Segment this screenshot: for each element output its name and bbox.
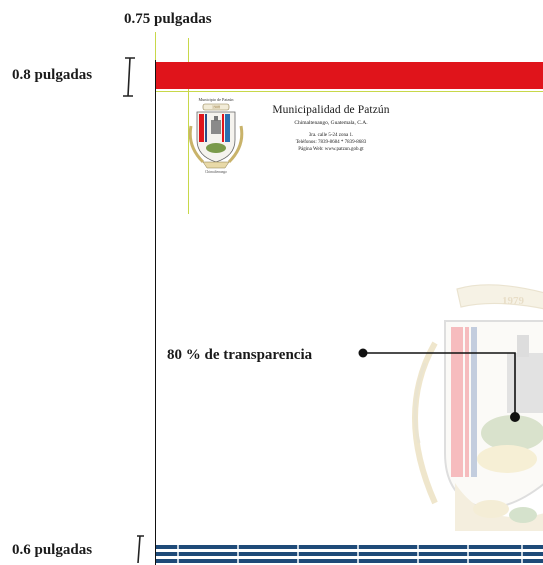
bottom-band-label: 0.6 pulgadas xyxy=(12,542,93,558)
transparency-callout-label: 80 % de transparencia xyxy=(167,347,313,363)
municipality-web: Página Web: www.patzun.gob.gt xyxy=(298,147,364,152)
watermark-seal-icon: 1979 xyxy=(412,284,543,531)
municipal-seal-icon: Municipio de Patzún 1908 Chimaltenango xyxy=(188,97,244,174)
top-band-bracket xyxy=(123,57,135,97)
left-margin-label: 0.75 pulgadas xyxy=(124,11,212,27)
page-left-edge xyxy=(155,60,156,565)
top-band-label: 0.8 pulgadas xyxy=(12,67,93,83)
svg-text:1979: 1979 xyxy=(502,295,525,307)
municipality-address: 3ra. calle 5-24 zona 1. xyxy=(308,133,354,138)
municipality-title: Municipalidad de Patzún xyxy=(272,104,390,116)
margin-guide-inner xyxy=(188,38,189,214)
svg-text:Municipio de Patzún: Municipio de Patzún xyxy=(199,97,235,102)
callout-leader-line xyxy=(358,348,520,422)
bottom-navy-band xyxy=(156,543,543,565)
letterhead-text: Municipalidad de Patzún Chimaltenango, G… xyxy=(256,104,406,153)
svg-text:1908: 1908 xyxy=(212,105,220,110)
bottom-band-bracket xyxy=(137,535,144,564)
municipality-location: Chimaltenango, Guatemala, C.A. xyxy=(294,120,368,126)
top-red-band xyxy=(156,62,543,89)
svg-text:Chimaltenango: Chimaltenango xyxy=(205,170,227,174)
municipality-phones: Teléfonos: 7839-8684 * 7839-8683 xyxy=(295,140,367,145)
band-guide-line xyxy=(155,91,543,92)
